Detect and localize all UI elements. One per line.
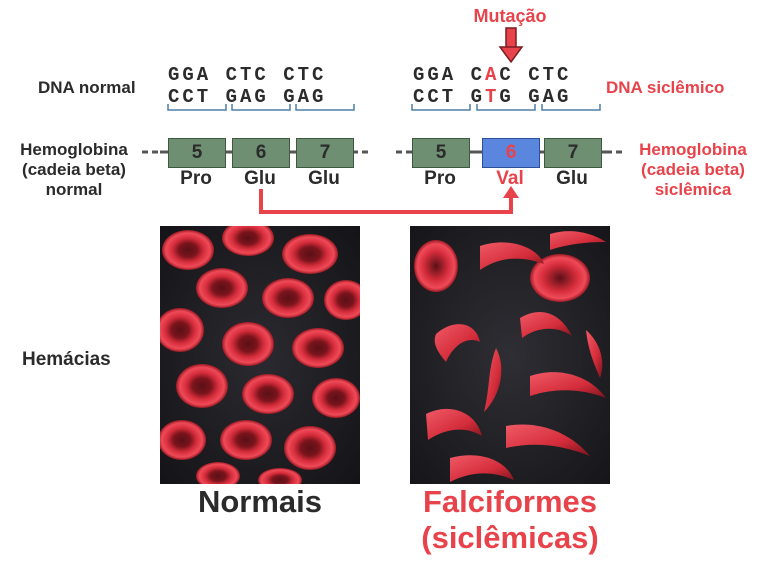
dna-sickle-label: DNA siclêmico xyxy=(606,78,725,97)
sickle-codon-box-7: 7 xyxy=(544,138,602,168)
normal-codon-box-7: 7 xyxy=(296,138,354,168)
dna-sickle-top-strand: GGA CAC CTC xyxy=(413,64,571,86)
normal-cells-caption: Normais xyxy=(197,484,323,519)
dna-sickle-bottom-post: G GAG xyxy=(499,86,572,108)
substitution-arrowhead xyxy=(503,186,519,198)
normal-amino-acid-6: Glu xyxy=(244,168,276,189)
dna-normal-top-strand: GGA CTC CTC xyxy=(168,64,327,86)
normal-codon-box-5: 5 xyxy=(168,138,226,168)
dna-sickle-bottom-strand: CCT GTG GAG xyxy=(413,86,571,108)
sickle-caption-line1: Falciformes xyxy=(422,484,597,519)
mutation-label: Mutação xyxy=(473,6,547,26)
hb-normal-label-line2: (cadeia beta) xyxy=(22,160,126,179)
hb-normal-label-line1: Hemoglobina xyxy=(20,140,128,159)
sickle-amino-acid-6-mutant: Val xyxy=(496,168,524,189)
hb-sickle-label-line2: (cadeia beta) xyxy=(641,160,745,179)
sickle-cells-image xyxy=(410,226,610,484)
hb-normal-label-line3: normal xyxy=(45,180,103,199)
dna-normal-label: DNA normal xyxy=(38,78,136,97)
dna-sickle-top-pre: GGA C xyxy=(413,64,486,86)
sickle-amino-acid-7: Glu xyxy=(556,168,588,189)
codon-brackets-sickle xyxy=(411,104,601,111)
codon-brackets-normal xyxy=(167,104,355,111)
hb-sickle-label: Hemoglobina (cadeia beta) siclêmica xyxy=(622,140,764,200)
hb-sickle-label-line1: Hemoglobina xyxy=(639,140,747,159)
mutated-base-top: A xyxy=(485,64,500,86)
normal-cells-image xyxy=(160,226,360,484)
sickle-cells-caption: Falciformes (siclêmicas) xyxy=(390,484,630,556)
sickle-caption-line2: (siclêmicas) xyxy=(421,520,599,555)
sickle-codon-box-5: 5 xyxy=(412,138,470,168)
substitution-arrow xyxy=(259,189,513,214)
hb-normal-label: Hemoglobina (cadeia beta) normal xyxy=(4,140,144,200)
normal-codon-box-6: 6 xyxy=(232,138,290,168)
dna-normal-bottom-strand: CCT GAG GAG xyxy=(168,86,327,108)
normal-amino-acid-5: Pro xyxy=(180,168,212,189)
normal-amino-acid-7: Glu xyxy=(308,168,340,189)
hb-sickle-label-line3: siclêmica xyxy=(654,180,732,199)
dna-sickle-top-post: C CTC xyxy=(499,64,572,86)
mutation-arrow xyxy=(498,27,524,64)
sickle-amino-acid-5: Pro xyxy=(424,168,456,189)
sickle-codon-box-6-mutant: 6 xyxy=(482,138,540,168)
dna-sickle-bottom-pre: CCT G xyxy=(413,86,486,108)
cells-label: Hemácias xyxy=(22,349,111,370)
mutated-base-bottom: T xyxy=(485,86,500,108)
